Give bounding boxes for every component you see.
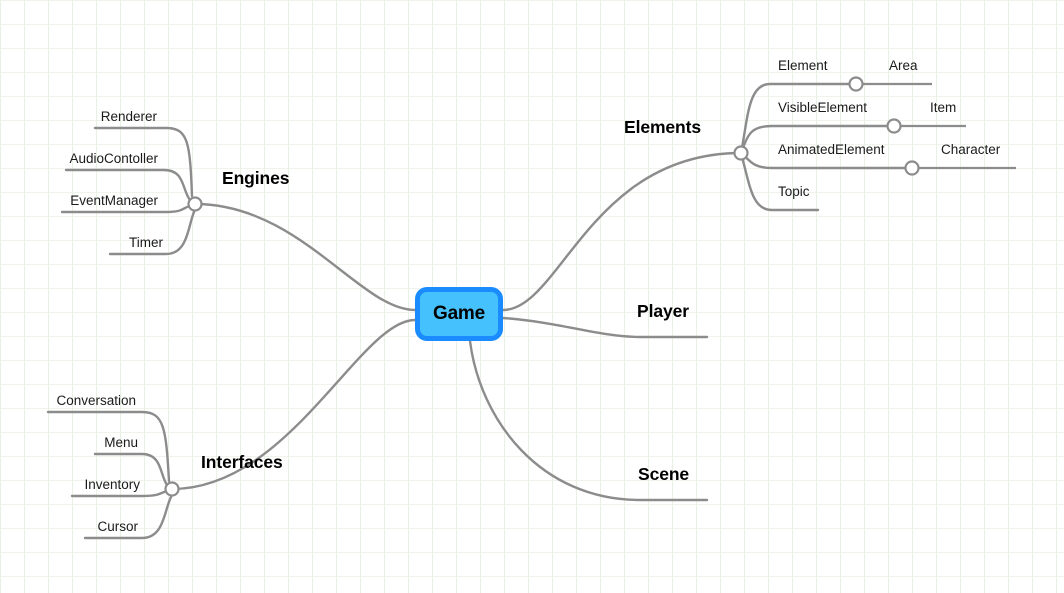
branch-label-engines[interactable]: Engines [222,168,290,188]
node-label-element[interactable]: Element [778,58,828,73]
node-label-timer[interactable]: Timer [129,235,163,250]
connector-interfaces-conversation [46,410,171,483]
collapse-toggle-element[interactable] [848,76,864,92]
connector-engines-timer [108,210,196,256]
root-node-label: Game [432,303,485,324]
connector-engines-audiocontoller [64,168,192,202]
connector-root-scene [468,339,709,502]
collapse-toggle-engines[interactable] [187,196,203,212]
node-label-eventmanager[interactable]: EventManager [70,193,158,208]
node-label-cursor[interactable]: Cursor [97,519,138,534]
connector-root-elements [501,151,743,312]
node-label-topic[interactable]: Topic [778,184,810,199]
node-label-animatedelement[interactable]: AnimatedElement [778,142,885,157]
branch-label-interfaces[interactable]: Interfaces [201,452,283,472]
collapse-toggle-animatedelement[interactable] [904,160,920,176]
node-label-conversation[interactable]: Conversation [56,393,136,408]
node-label-visibleelement[interactable]: VisibleElement [778,100,868,115]
branch-label-elements[interactable]: Elements [624,117,702,137]
branch-label-scene[interactable]: Scene [638,464,690,484]
node-label-area[interactable]: Area [889,58,918,73]
connector-elements-topic [739,151,820,212]
node-label-item[interactable]: Item [930,100,957,115]
connector-interfaces-menu [93,452,169,487]
collapse-toggle-elements[interactable] [733,145,749,161]
connector-interfaces-cursor [83,495,173,540]
connector-root-engines [193,202,417,312]
connector-elements-element [739,82,858,155]
collapse-toggle-interfaces[interactable] [164,481,180,497]
connector-engines-eventmanager [60,204,192,214]
node-label-renderer[interactable]: Renderer [100,109,157,124]
node-label-audiocontoller[interactable]: AudioContoller [69,151,158,166]
branch-label-player[interactable]: Player [637,301,689,321]
node-label-character[interactable]: Character [941,142,1001,157]
node-label-inventory[interactable]: Inventory [84,477,140,492]
connector-root-player [501,316,709,339]
node-label-menu[interactable]: Menu [104,435,138,450]
collapse-toggle-visibleelement[interactable] [886,118,902,134]
connector-root-interfaces [170,318,417,491]
connector-engines-renderer [93,126,194,198]
root-node-game[interactable]: Game [415,287,503,341]
